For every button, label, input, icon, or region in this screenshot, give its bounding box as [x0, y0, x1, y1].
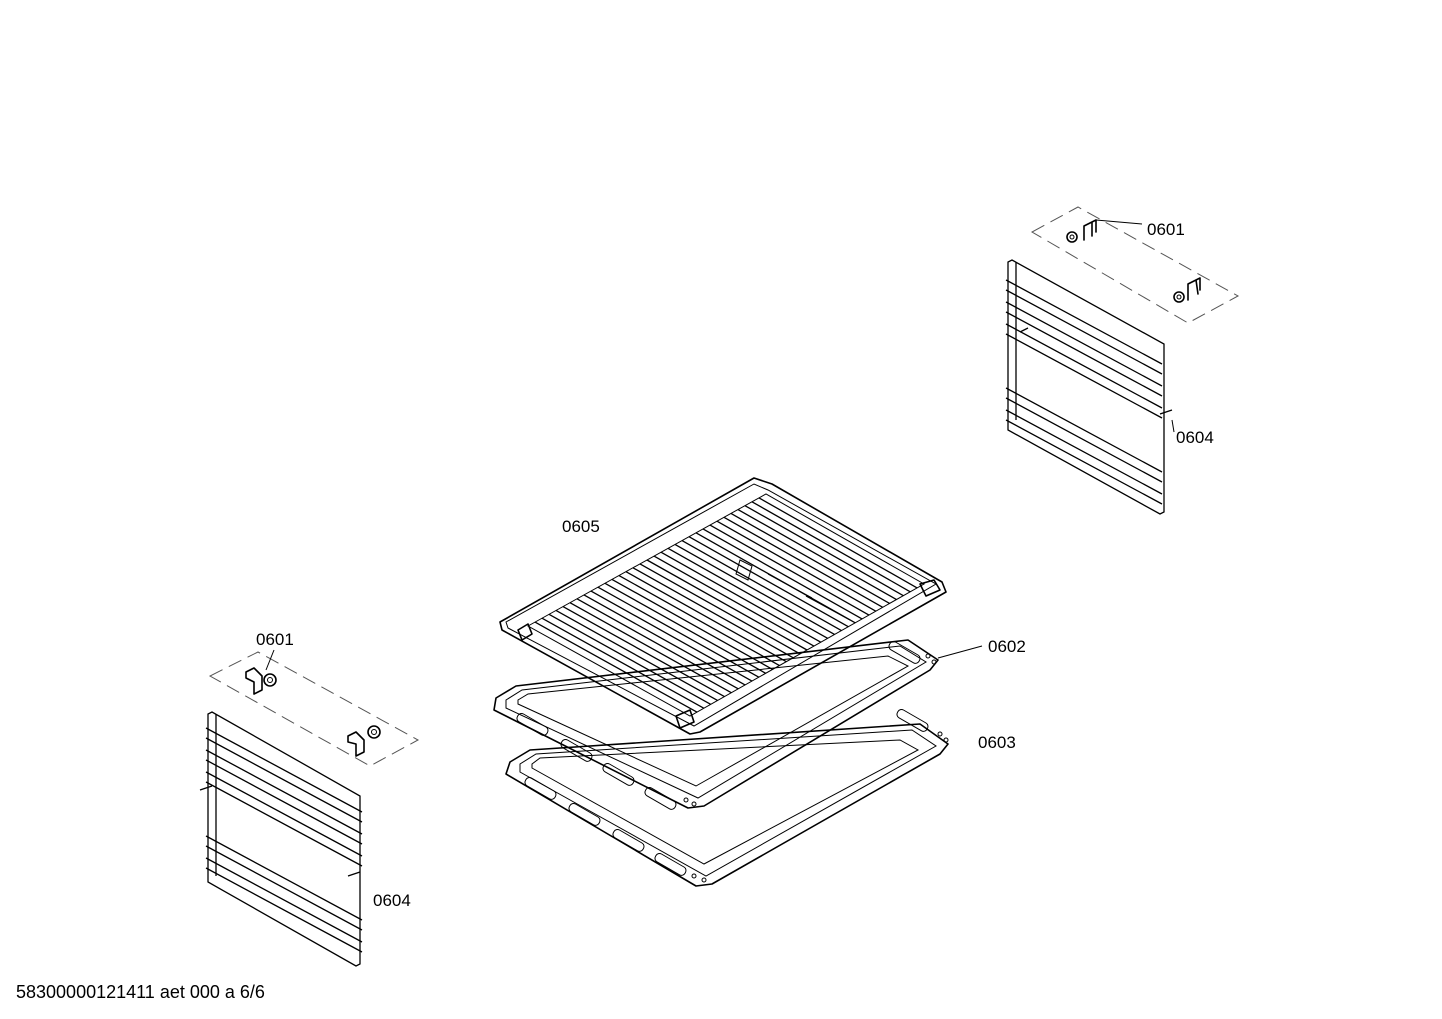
rack-wire — [730, 512, 890, 604]
rack-wire — [737, 508, 897, 601]
wire-rack — [499, 477, 947, 735]
clip-kit-top-right — [1030, 206, 1240, 324]
rack-wire — [625, 571, 787, 663]
rack-wire — [562, 606, 725, 698]
side-rail-left — [199, 711, 363, 967]
rack-wire — [660, 551, 822, 643]
rack-wire — [709, 524, 870, 616]
clip-kit-left — [208, 649, 420, 767]
clip-part — [1066, 219, 1097, 243]
rack-wire — [597, 586, 760, 678]
label-0603: 0603 — [978, 733, 1016, 752]
rack-wire — [583, 594, 746, 686]
label-0601-left: 0601 — [256, 630, 294, 649]
rack-wire — [688, 536, 849, 628]
label-0605: 0605 — [562, 517, 600, 536]
tray-slots — [524, 708, 929, 876]
rack-wire — [548, 613, 711, 705]
document-code: 58300000121411 aet 000 a 6/6 — [16, 982, 265, 1002]
rack-wire — [681, 540, 842, 632]
rack-wire — [541, 617, 705, 709]
rack-wire — [618, 574, 780, 667]
rack-wire — [611, 578, 773, 670]
rack-wire — [555, 609, 718, 702]
side-rail-right — [1005, 259, 1175, 515]
clip-part — [1173, 277, 1201, 303]
rack-wire — [702, 528, 863, 620]
rack-wire — [751, 501, 911, 593]
clip-part — [347, 725, 381, 757]
tray-slots — [516, 640, 921, 810]
rack-wire — [604, 582, 767, 674]
rack-wire — [576, 598, 739, 690]
rack-wire — [723, 516, 884, 608]
clip-part — [245, 667, 277, 695]
label-0602: 0602 — [988, 637, 1026, 656]
rack-wire — [646, 559, 808, 651]
rack-wire — [590, 590, 753, 682]
rack-wire — [674, 543, 835, 636]
rack-wire — [569, 602, 732, 694]
label-0601-top: 0601 — [1147, 220, 1185, 239]
rack-wire — [534, 621, 698, 713]
rack-wire — [744, 505, 904, 597]
rack-wire — [667, 547, 828, 639]
label-0604-right: 0604 — [1176, 428, 1214, 447]
rack-wire — [653, 555, 815, 647]
rack-wire — [758, 497, 918, 589]
leader-0602 — [937, 645, 983, 659]
label-0604-left: 0604 — [373, 891, 411, 910]
rack-wire — [716, 520, 877, 612]
baking-tray-upper — [493, 639, 939, 810]
baking-tray-lower — [505, 708, 949, 887]
rack-wire — [639, 563, 801, 655]
rack-wire — [632, 567, 794, 659]
